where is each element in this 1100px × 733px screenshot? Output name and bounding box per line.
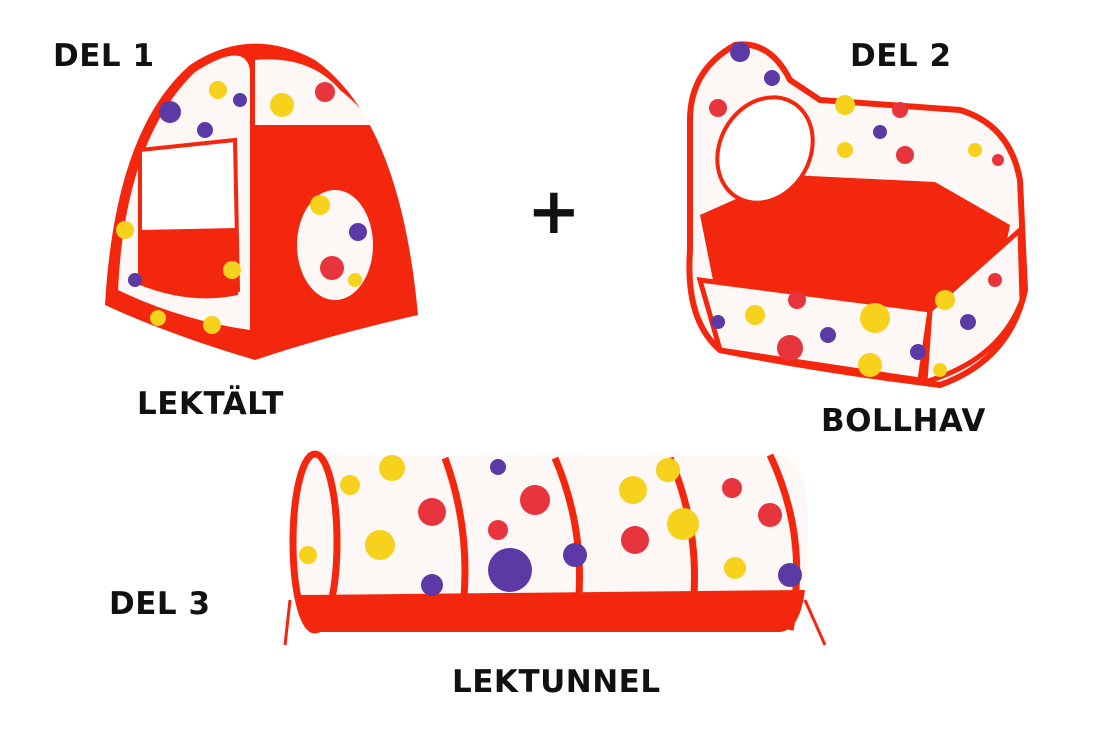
- plus-sign: +: [527, 175, 582, 249]
- part1-name-label: LEKTÄLT: [137, 386, 284, 422]
- play-tent: [105, 43, 418, 361]
- part1-label: DEL 1: [53, 38, 155, 74]
- part2-label: DEL 2: [850, 38, 952, 74]
- part3-name-label: LEKTUNNEL: [452, 664, 661, 700]
- part2-name-label: BOLLHAV: [821, 403, 986, 439]
- part3-label: DEL 3: [109, 586, 211, 622]
- ball-pit: [686, 41, 1029, 389]
- play-tunnel: [283, 450, 827, 646]
